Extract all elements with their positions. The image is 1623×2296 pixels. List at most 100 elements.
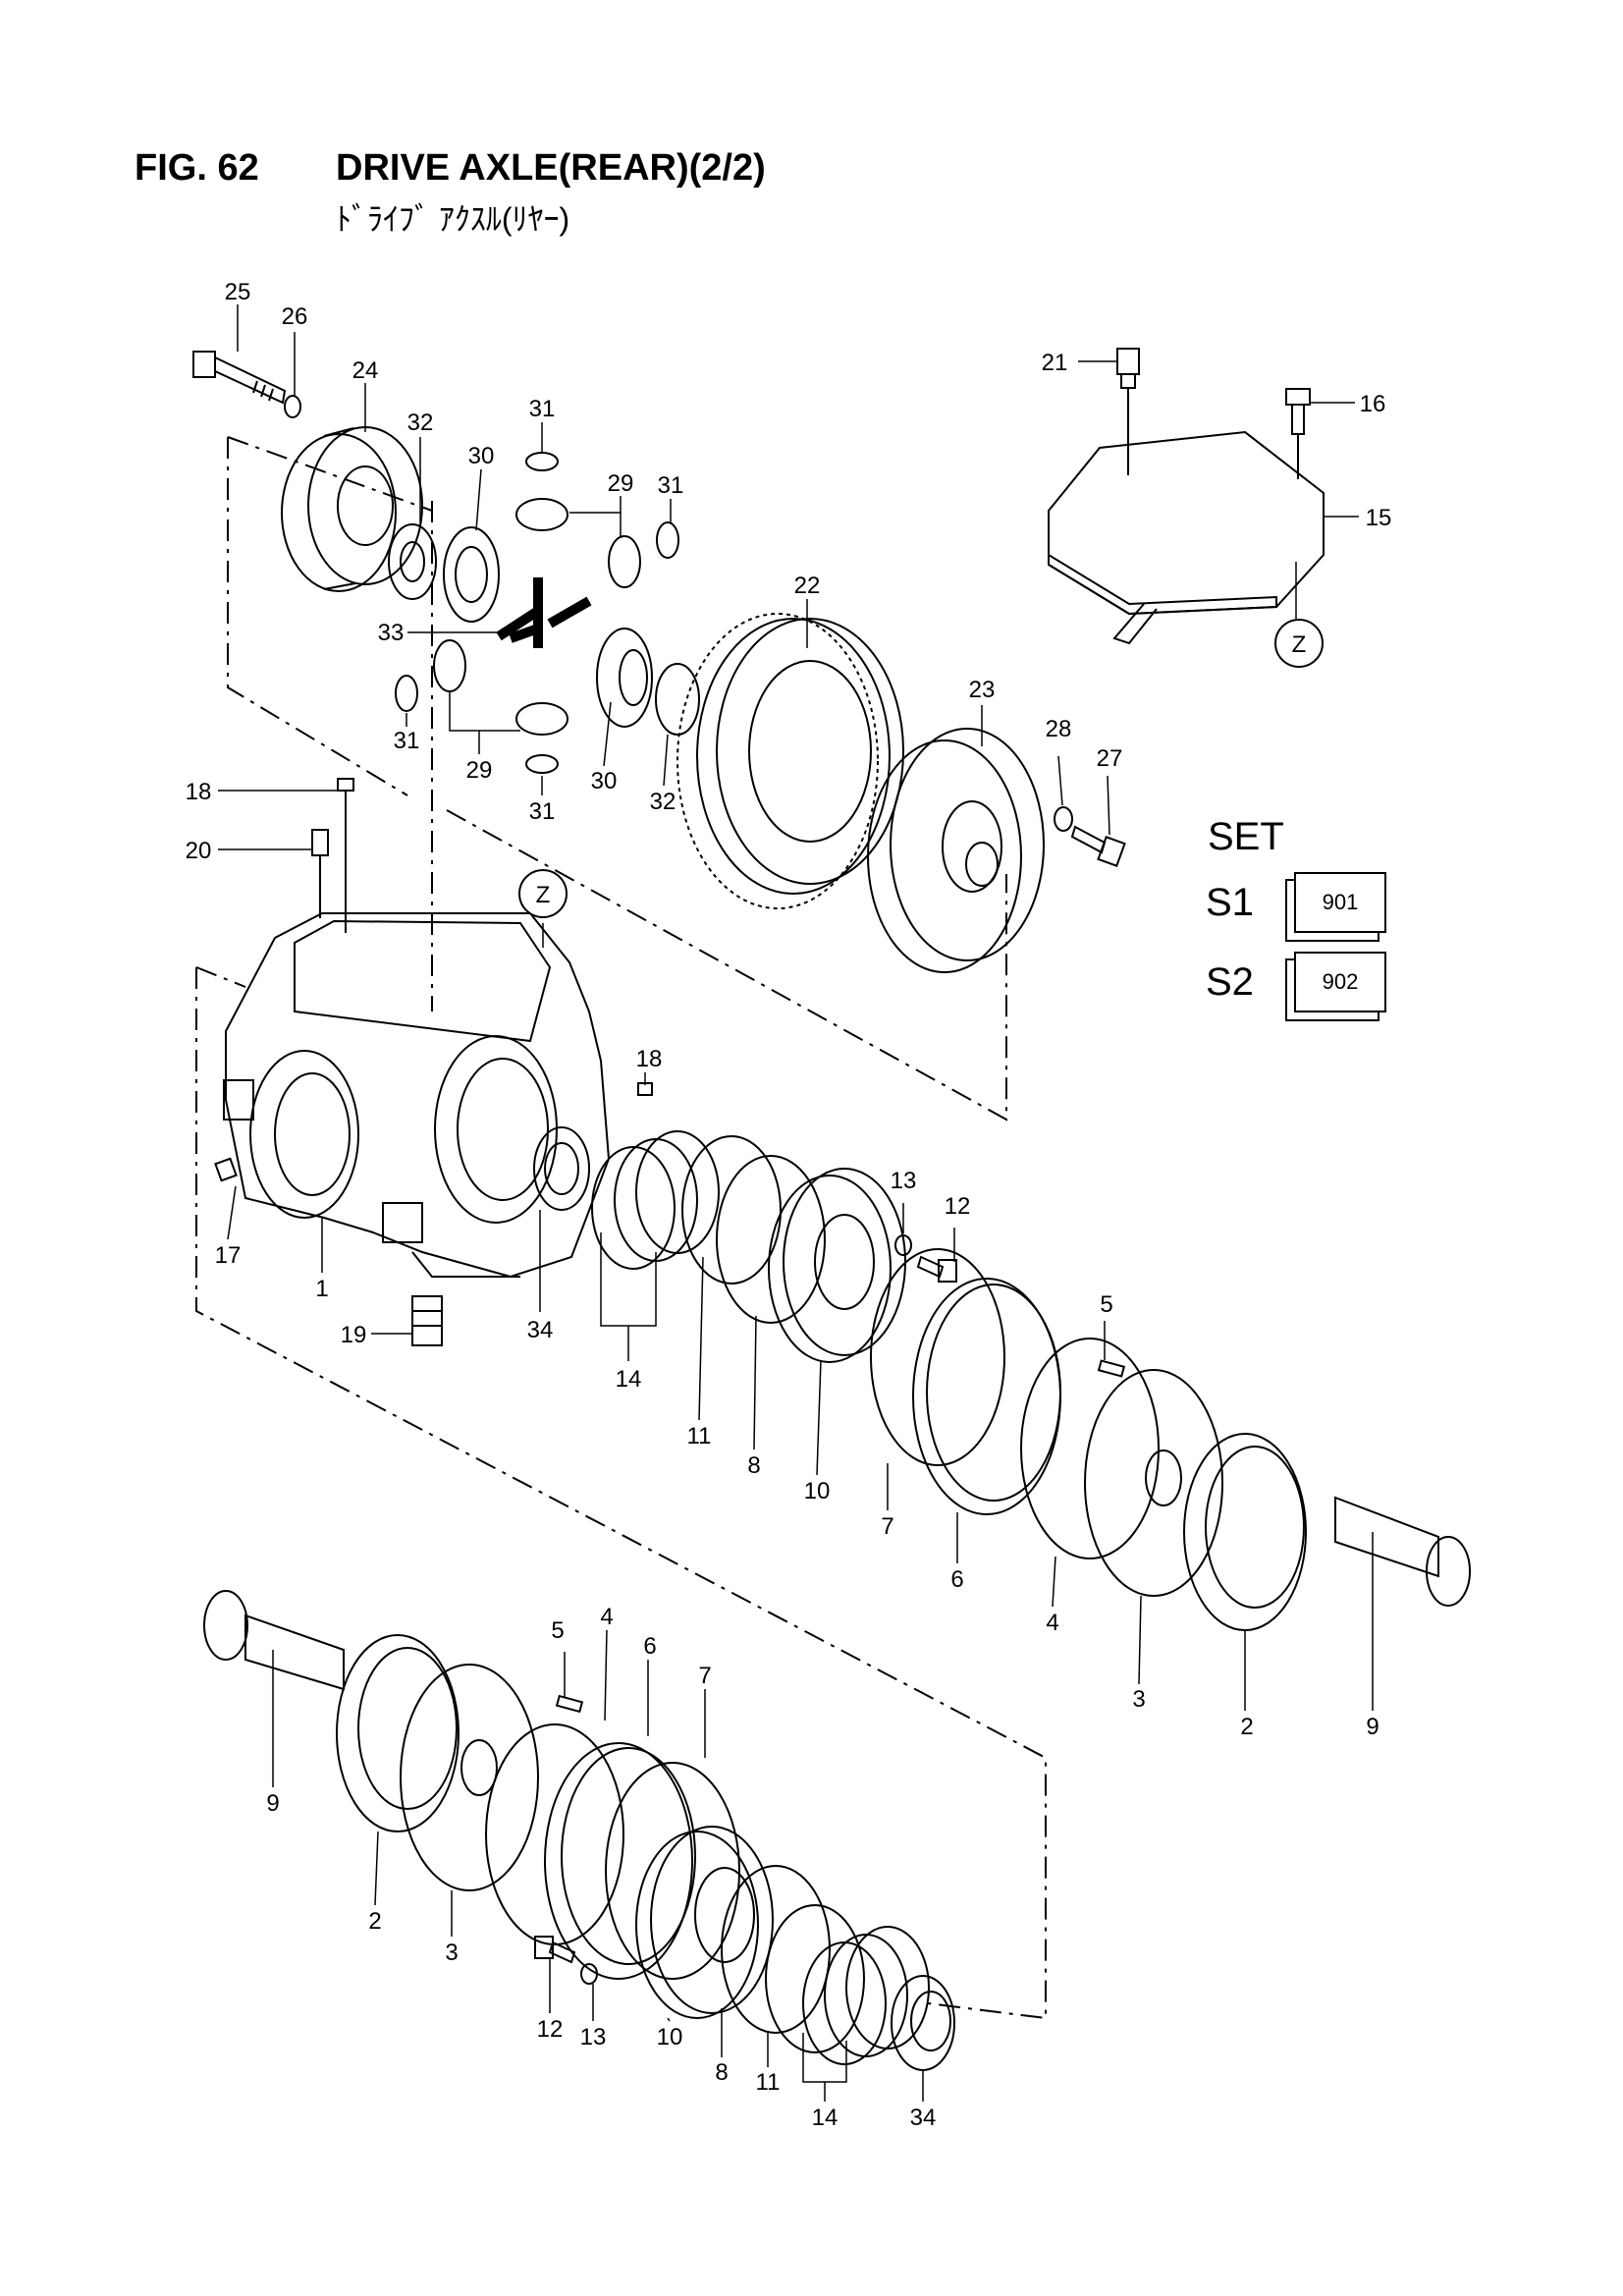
view-marker-z-right-text: Z — [1292, 631, 1307, 658]
pinion-29-b — [608, 535, 641, 588]
callout[interactable]: 6 — [950, 1566, 963, 1593]
callout[interactable]: 33 — [378, 620, 405, 646]
cylinder-6-lower — [544, 1742, 696, 1980]
callout[interactable]: 15 — [1366, 505, 1392, 531]
callout[interactable]: 30 — [468, 443, 495, 469]
callout[interactable]: 24 — [352, 357, 379, 384]
diff-case-24 — [281, 426, 423, 592]
callout[interactable]: 17 — [215, 1242, 242, 1269]
callout[interactable]: 1 — [315, 1276, 328, 1302]
callout[interactable]: 6 — [643, 1633, 656, 1660]
snap-ring-11-lower — [765, 1904, 865, 2053]
callout[interactable]: 32 — [407, 410, 434, 436]
cover-tab — [1112, 603, 1158, 645]
callout[interactable]: 31 — [529, 798, 556, 825]
o-ring-7-lower — [605, 1762, 740, 1980]
callout[interactable]: 29 — [608, 470, 634, 497]
callout[interactable]: 9 — [1366, 1714, 1379, 1740]
callout[interactable]: 11 — [687, 1423, 712, 1449]
view-marker-z-left-text: Z — [536, 882, 551, 908]
plug-19 — [411, 1295, 443, 1346]
callout[interactable]: 31 — [394, 728, 420, 754]
callout[interactable]: 10 — [657, 2024, 683, 2050]
bolt-16 — [1285, 388, 1311, 435]
side-gear-30-bottom — [596, 628, 653, 728]
callout[interactable]: 3 — [1132, 1686, 1145, 1713]
shaft-9-lower — [203, 1590, 345, 1691]
callout[interactable]: 8 — [747, 1452, 760, 1479]
set-label-s1: S1 — [1206, 881, 1254, 924]
bolt-12-upper — [916, 1255, 957, 1283]
washer-13-upper — [894, 1234, 912, 1256]
callout[interactable]: 23 — [969, 677, 996, 703]
callout[interactable]: 34 — [527, 1317, 554, 1343]
pinion-29-d — [515, 702, 568, 736]
callout[interactable]: 9 — [266, 1790, 279, 1817]
callout[interactable]: 14 — [616, 1366, 642, 1393]
bolt-25 — [192, 351, 287, 405]
callout[interactable]: 34 — [910, 2105, 937, 2131]
callout[interactable]: 26 — [282, 303, 308, 330]
housing-2-lower — [336, 1634, 460, 1832]
piston-10-upper — [768, 1168, 906, 1363]
callout[interactable]: 31 — [658, 472, 684, 499]
callout[interactable]: 4 — [1046, 1610, 1058, 1636]
callout[interactable]: 12 — [945, 1193, 971, 1220]
callout[interactable]: 5 — [1100, 1291, 1112, 1318]
callout[interactable]: 21 — [1042, 350, 1068, 376]
disc-3-lower — [400, 1664, 539, 1891]
callout[interactable]: 18 — [636, 1046, 663, 1072]
snap-ring-11-upper — [681, 1135, 782, 1285]
callout[interactable]: 29 — [466, 757, 493, 784]
callout[interactable]: 13 — [891, 1168, 917, 1194]
callout[interactable]: 12 — [537, 2016, 564, 2043]
plug-21 — [1116, 348, 1140, 389]
callout[interactable]: 7 — [698, 1663, 711, 1689]
callout[interactable]: 14 — [812, 2105, 839, 2131]
callout[interactable]: 30 — [591, 768, 618, 794]
set-code-box-s2[interactable]: 902 — [1294, 952, 1386, 1012]
figure-number: FIG. 62 — [135, 147, 259, 189]
breather-20 — [311, 829, 329, 918]
washer-26 — [284, 395, 301, 418]
callout[interactable]: 11 — [756, 2069, 781, 2096]
callout[interactable]: 20 — [186, 838, 212, 864]
shims-14-upper — [591, 1130, 720, 1270]
o-ring-7-upper — [870, 1248, 1005, 1466]
callout[interactable]: 3 — [445, 1940, 458, 1966]
callout[interactable]: 32 — [650, 789, 676, 815]
set-code-box-s1[interactable]: 901 — [1294, 872, 1386, 933]
spider-33 — [496, 577, 592, 648]
bolt-12-lower — [534, 1936, 576, 1964]
callout[interactable]: 28 — [1046, 716, 1072, 742]
callout[interactable]: 5 — [551, 1617, 564, 1644]
seal-34-lower — [891, 1975, 955, 2071]
piston-10-lower — [635, 1826, 774, 2019]
set-heading: SET — [1208, 815, 1284, 858]
callout[interactable]: 16 — [1360, 391, 1386, 417]
o-ring-8-upper — [716, 1155, 826, 1324]
callout[interactable]: 18 — [186, 779, 212, 805]
callout[interactable]: 27 — [1097, 745, 1123, 772]
callout[interactable]: 13 — [580, 2024, 607, 2050]
callout[interactable]: 2 — [1240, 1714, 1253, 1740]
side-gear-30-top — [443, 526, 500, 623]
callout[interactable]: 22 — [794, 573, 821, 599]
callout[interactable]: 31 — [529, 396, 556, 422]
pinion-29-a — [515, 498, 568, 531]
disc-3-upper — [1084, 1369, 1223, 1597]
callout[interactable]: 7 — [881, 1513, 893, 1540]
callout[interactable]: 8 — [715, 2059, 728, 2086]
view-marker-z-left — [518, 869, 568, 918]
leader-lines — [218, 304, 1374, 2102]
view-marker-z-right — [1274, 619, 1324, 668]
callout[interactable]: 4 — [600, 1604, 613, 1630]
callout[interactable]: 19 — [341, 1322, 367, 1348]
ring-gear-22 — [676, 613, 904, 909]
plate-4-lower — [485, 1723, 624, 1945]
pin-5-upper — [1097, 1359, 1126, 1378]
callout[interactable]: 25 — [225, 279, 251, 305]
callout[interactable]: 2 — [368, 1908, 381, 1935]
callout[interactable]: 10 — [804, 1478, 831, 1504]
axle-housing-1 — [223, 912, 611, 1279]
